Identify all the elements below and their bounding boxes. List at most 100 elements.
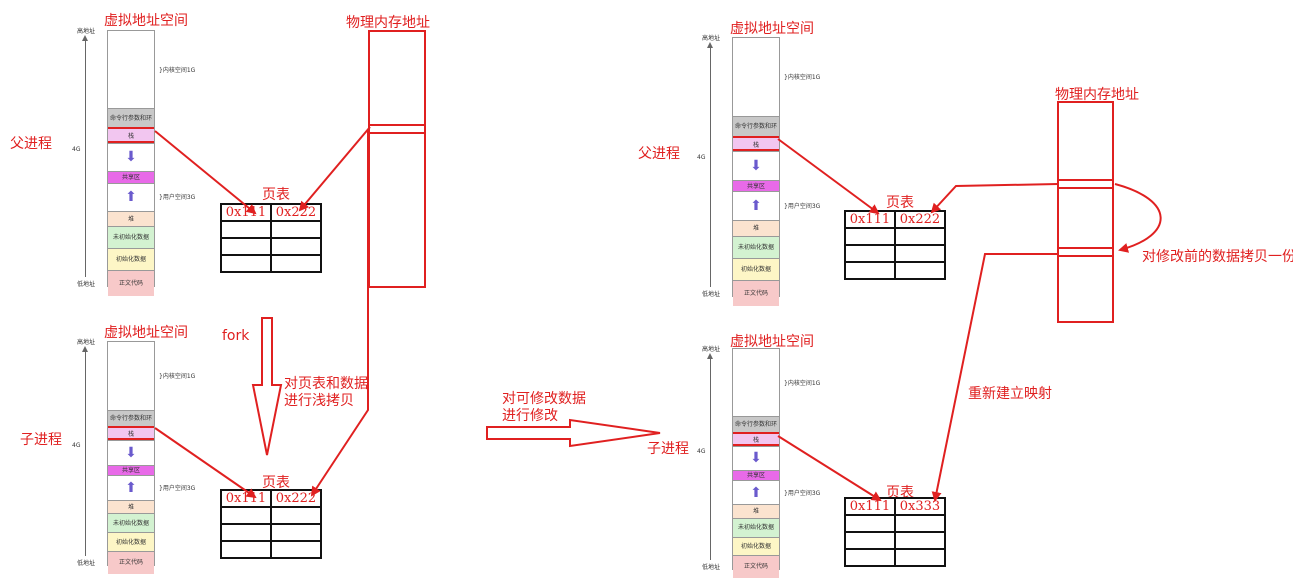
fork-label: fork [222,328,250,344]
left-child-heap-grow-icon: ⬆ [125,479,137,496]
right-pagetable-bottom-cell [844,531,896,550]
left-parent-heap-grow-icon: ⬆ [125,189,137,206]
right-child-high-addr: 高地址 [702,346,721,353]
remap-note: 重新建立映射 [968,386,1052,402]
left-parent-kernel-space-label: }内核空间1G [159,66,196,74]
left-child-segment-7: 初始化数据 [108,532,154,552]
left-parent-high-addr: 高地址 [77,28,96,35]
right-child-low-addr: 低地址 [702,564,721,571]
right-pagetable-bottom-cell [894,514,946,533]
shallow-copy-line2: 进行浅拷贝 [284,393,354,409]
shallow-copy-line1: 对页表和数据 [284,376,368,392]
right-pt-title-bottom: 页表 [886,485,914,501]
right-parent-axis-arrow-icon [707,42,713,48]
right-virt-title-bottom: 虚拟地址空间 [730,334,814,350]
right-pagetable-bottom-row [844,514,946,533]
left-child-high-addr: 高地址 [77,339,96,346]
left-parent-segment-7: 初始化数据 [108,248,154,270]
right-parent-low-addr: 低地址 [702,291,721,298]
right-child-segment-6: 未初始化数据 [733,517,779,537]
right-child-stack-grow-icon: ⬇ [750,450,762,467]
left-parent-segment-8: 正文代码 [108,270,154,296]
right-pagetable-top-cell [844,244,896,263]
left-child-size-total: 4G [72,442,81,450]
left-child-segment-3: 共享区 [108,464,154,475]
map-arrow-parent [154,130,257,215]
right-parent-high-addr: 高地址 [702,35,721,42]
right-child-label: 子进程 [647,441,689,457]
left-parent-low-addr: 低地址 [77,281,96,288]
right-parent-kernel-space-label: }内核空间1G [784,74,821,82]
left-pagetable-bottom-row [220,523,322,542]
right-child-kernel-space-label: }内核空间1G [784,379,821,387]
modify-line1: 对可修改数据 [502,391,586,407]
left-child-stack-grow-icon: ⬇ [125,444,137,461]
right-child-axis-line [710,358,711,560]
right-parent-segment-5: 堆 [733,220,779,236]
right-child-segment-5: 堆 [733,504,779,518]
modify-arrow [486,418,661,448]
map-arrow-child [154,427,257,499]
right-pagetable-bottom-cell [844,548,896,567]
right-pagetable-bottom-cell: 0x111 [844,497,896,516]
left-pagetable-top-cell [220,220,272,239]
right-phys-title: 物理内存地址 [1055,87,1139,103]
right-pagetable-top-cell [844,261,896,280]
left-parent-segment-2: ⬇ [108,142,154,172]
left-parent-user-space-label: }用户空间3G [159,193,196,201]
left-pagetable-top-row [220,220,322,239]
left-pagetable-bottom-cell [270,506,322,525]
right-pagetable-top-cell [894,261,946,280]
right-child-segment-1: 栈 [733,432,779,446]
left-pagetable-bottom-row [220,506,322,525]
right-pagetable-top-row [844,227,946,246]
left-parent-axis-line [85,40,86,277]
left-parent-segment-3: 共享区 [108,171,154,183]
right-parent-stack-grow-icon: ⬇ [750,157,762,174]
right-pagetable-top-cell: 0x111 [844,210,896,229]
right-parent-label: 父进程 [638,146,680,162]
left-parent-segment-6: 未初始化数据 [108,226,154,249]
left-pagetable-top-cell [220,254,272,273]
left-child-segment-2: ⬇ [108,439,154,465]
right-pagetable-top-row [844,261,946,280]
left-pagetable-bottom-cell [270,523,322,542]
left-pagetable-bottom-cell [220,523,272,542]
left-pagetable-top-cell [270,220,322,239]
left-virt-title-bottom: 虚拟地址空间 [104,325,188,341]
left-pt-title-bottom: 页表 [262,475,290,491]
left-parent-stack-grow-icon: ⬇ [125,149,137,166]
left-child-segment-6: 未初始化数据 [108,513,154,533]
map-arrow-phys-parent [298,126,371,212]
left-pagetable-top-row [220,237,322,256]
left-virt-title-top: 虚拟地址空间 [104,13,188,29]
left-parent-label: 父进程 [10,136,52,152]
right-pagetable-top-cell: 0x222 [894,210,946,229]
left-pagetable-bottom-cell [220,540,272,559]
right-pagetable-top-row [844,244,946,263]
right-pagetable-bottom-cell [894,548,946,567]
left-parent-segment-4: ⬆ [108,182,154,211]
right-pagetable-bottom-row [844,531,946,550]
left-pt-title-top: 页表 [262,187,290,203]
right-parent-user-space-label: }用户空间3G [784,202,821,210]
right-pagetable-top-cell [894,244,946,263]
right-pagetable-bottom-row [844,548,946,567]
right-parent-heap-grow-icon: ⬆ [750,198,762,215]
right-child-segment-2: ⬇ [733,445,779,470]
right-parent-segment-1: 栈 [733,135,779,152]
left-child-label: 子进程 [20,432,62,448]
right-pagetable-top-cell [894,227,946,246]
left-pagetable-top-cell [270,254,322,273]
right-child-segment-4: ⬆ [733,479,779,505]
